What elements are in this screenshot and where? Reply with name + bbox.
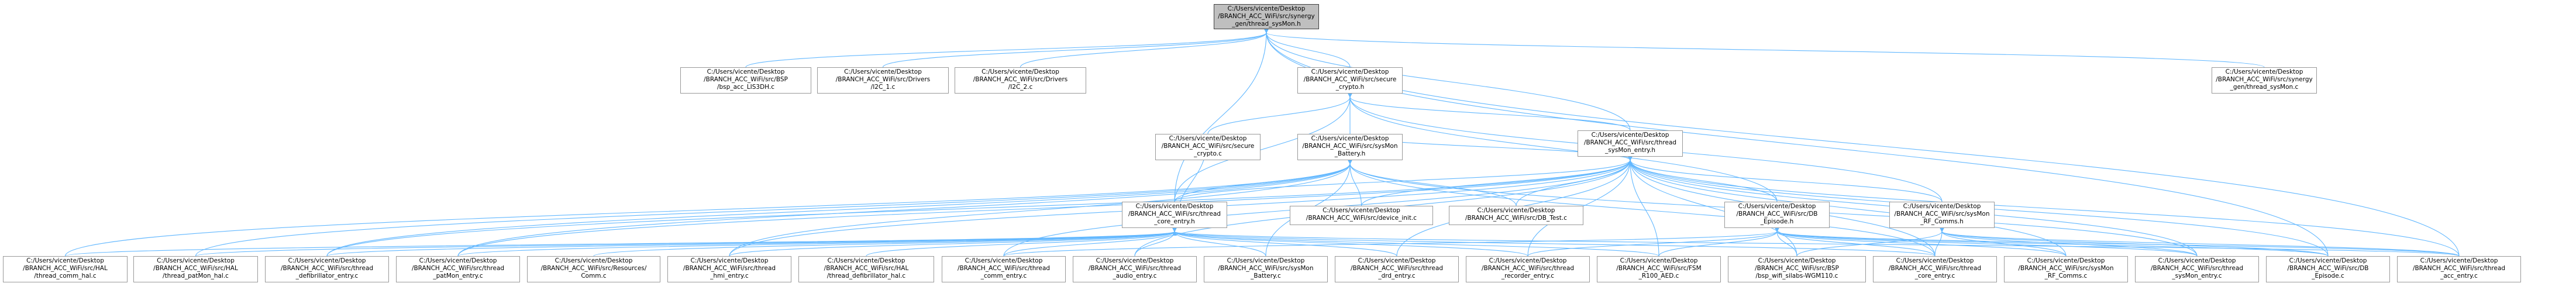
edge-recent-to-dbep bbox=[1527, 227, 1780, 257]
node-i2c-1-c[interactable]: C:/Users/vicente/Desktop/BRANCH_ACC_WiFi… bbox=[817, 67, 949, 94]
edge-sech-to-root bbox=[1263, 28, 1351, 68]
node-resources-comm-c[interactable]: C:/Users/vicente/Desktop/BRANCH_ACC_WiFi… bbox=[527, 256, 660, 282]
edge-i2c2-to-root bbox=[1020, 28, 1269, 68]
edge-comin-to-coreh bbox=[593, 227, 1177, 257]
edge-commhal-to-sysbat bbox=[64, 159, 1353, 257]
edge-dbep-to-sech bbox=[1347, 92, 1778, 202]
edge-sysentc-to-sysrf bbox=[1939, 227, 2198, 257]
edge-recent-to-coreh bbox=[1172, 227, 1528, 257]
node-sysmon-battery-h[interactable]: C:/Users/vicente/Desktop/BRANCH_ACC_WiFi… bbox=[1297, 134, 1403, 160]
node-sysmon-rf-comms-h[interactable]: C:/Users/vicente/Desktop/BRANCH_ACC_WiFi… bbox=[1889, 202, 1995, 228]
edge-coreh-to-root bbox=[1174, 28, 1269, 202]
edge-wgm-to-dbep bbox=[1774, 227, 1797, 257]
edge-defent-to-sysbat bbox=[326, 159, 1353, 257]
node-i2c-2-c[interactable]: C:/Users/vicente/Desktop/BRANCH_ACC_WiFi… bbox=[955, 67, 1086, 94]
node-secure-crypto-h[interactable]: C:/Users/vicente/Desktop/BRANCH_ACC_WiFi… bbox=[1297, 67, 1403, 94]
edge-comment-to-coreh bbox=[1003, 227, 1177, 257]
edge-secc-to-sech bbox=[1207, 92, 1353, 134]
edge-dbtest-to-sysent bbox=[1516, 156, 1633, 206]
node-db-episode-c[interactable]: C:/Users/vicente/Desktop/BRANCH_ACC_WiFi… bbox=[2266, 256, 2390, 282]
edge-wgm-to-sysrf bbox=[1796, 227, 1945, 257]
edge-patent-to-sysent bbox=[457, 156, 1633, 257]
edge-hmient-to-sysbat bbox=[729, 159, 1353, 257]
edge-patmhal-to-sysbat bbox=[195, 159, 1353, 257]
edge-bsp-to-root bbox=[745, 28, 1269, 68]
node-fsm-r100-aed-c[interactable]: C:/Users/vicente/Desktop/BRANCH_ACC_WiFi… bbox=[1597, 256, 1721, 282]
node-thread-sysmon-entry-c[interactable]: C:/Users/vicente/Desktop/BRANCH_ACC_WiFi… bbox=[2135, 256, 2259, 282]
edge-sysent-to-root bbox=[1263, 28, 1631, 131]
edge-accent-to-sysrf bbox=[1939, 227, 2460, 257]
node-thread-core-entry-h[interactable]: C:/Users/vicente/Desktop/BRANCH_ACC_WiFi… bbox=[1122, 202, 1227, 228]
edge-coreent-to-dbep bbox=[1774, 227, 1936, 257]
node-thread-recorder-entry-c[interactable]: C:/Users/vicente/Desktop/BRANCH_ACC_WiFi… bbox=[1466, 256, 1590, 282]
edge-rfc-to-sysent bbox=[1627, 156, 2067, 257]
edge-coreent-to-sysrf bbox=[1934, 227, 1945, 257]
node-hal-thread-defibrillator-hal-c[interactable]: C:/Users/vicente/Desktop/BRANCH_ACC_WiFi… bbox=[798, 256, 934, 282]
edge-patent-to-coreh bbox=[457, 227, 1177, 257]
edge-devini-to-sysbat bbox=[1347, 159, 1362, 206]
edge-dbepc-to-dbep bbox=[1774, 227, 2329, 257]
edge-accent-to-root bbox=[1263, 28, 2460, 257]
edge-gensys-to-root bbox=[1263, 28, 2265, 68]
node-thread-acc-entry-c[interactable]: C:/Users/vicente/Desktop/BRANCH_ACC_WiFi… bbox=[2397, 256, 2521, 282]
node-sysmon-rf-comms-c[interactable]: C:/Users/vicente/Desktop/BRANCH_ACC_WiFi… bbox=[2004, 256, 2128, 282]
edge-dbep-to-sysent bbox=[1627, 156, 1778, 202]
edge-sysrf-to-sysent bbox=[1627, 156, 1943, 202]
edge-drdent-to-coreh bbox=[1172, 227, 1397, 257]
edge-sysentc-to-dbep bbox=[1774, 227, 2198, 257]
edge-comment-to-dbep bbox=[1003, 227, 1780, 257]
edge-sysent-to-sech bbox=[1347, 92, 1631, 131]
node-thread-drd-entry-c[interactable]: C:/Users/vicente/Desktop/BRANCH_ACC_WiFi… bbox=[1335, 256, 1459, 282]
edge-patmhal-to-coreh bbox=[195, 227, 1177, 257]
node-db-episode-h[interactable]: C:/Users/vicente/Desktop/BRANCH_ACC_WiFi… bbox=[1724, 202, 1830, 228]
edge-defent-to-sysent bbox=[326, 156, 1633, 257]
node-thread-hmi-entry-c[interactable]: C:/Users/vicente/Desktop/BRANCH_ACC_WiFi… bbox=[667, 256, 791, 282]
node-thread-core-entry-c[interactable]: C:/Users/vicente/Desktop/BRANCH_ACC_WiFi… bbox=[1873, 256, 1997, 282]
edge-rfc-to-sysrf bbox=[1939, 227, 2067, 257]
edge-sysbatc-to-coreh bbox=[1172, 227, 1266, 257]
node-root-thread-sysmon-h: C:/Users/vicente/Desktop/BRANCH_ACC_WiFi… bbox=[1214, 4, 1319, 29]
edge-dbtest-to-sysbat bbox=[1347, 159, 1517, 206]
edge-fsm-to-coreh bbox=[1172, 227, 1659, 257]
node-thread-patmon-entry-c[interactable]: C:/Users/vicente/Desktop/BRANCH_ACC_WiFi… bbox=[396, 256, 520, 282]
edge-defhal-to-coreh bbox=[866, 227, 1177, 257]
node-device-init-c[interactable]: C:/Users/vicente/Desktop/BRANCH_ACC_WiFi… bbox=[1290, 206, 1433, 225]
edge-accent-to-dbep bbox=[1774, 227, 2460, 257]
edge-accent-to-coreh bbox=[1172, 227, 2460, 257]
edge-coreh-to-sysent bbox=[1174, 156, 1633, 202]
node-secure-crypto-c[interactable]: C:/Users/vicente/Desktop/BRANCH_ACC_WiFi… bbox=[1155, 134, 1261, 160]
edge-fsm-to-sysent bbox=[1627, 156, 1659, 257]
node-hal-thread-comm-hal-c[interactable]: C:/Users/vicente/Desktop/BRANCH_ACC_WiFi… bbox=[3, 256, 128, 282]
node-sysmon-battery-c[interactable]: C:/Users/vicente/Desktop/BRANCH_ACC_WiFi… bbox=[1204, 256, 1328, 282]
edge-coreent-to-sysbat bbox=[1347, 159, 1936, 257]
node-bsp-acc-lis3dh-c[interactable]: C:/Users/vicente/Desktop/BRANCH_ACC_WiFi… bbox=[680, 67, 811, 94]
node-synergy-gen-thread-sysmon-c[interactable]: C:/Users/vicente/Desktop/BRANCH_ACC_WiFi… bbox=[2212, 67, 2317, 94]
edge-fsm-to-dbep bbox=[1658, 227, 1780, 257]
node-bsp-wifi-silabs-wgm110-c[interactable]: C:/Users/vicente/Desktop/BRANCH_ACC_WiFi… bbox=[1728, 256, 1866, 282]
edge-wgm-to-sysent bbox=[1627, 156, 1797, 257]
edge-coreh-to-sech bbox=[1174, 92, 1353, 202]
edge-coreent-to-coreh bbox=[1172, 227, 1936, 257]
edge-dbepc-to-sysrf bbox=[1939, 227, 2329, 257]
node-thread-audio-entry-c[interactable]: C:/Users/vicente/Desktop/BRANCH_ACC_WiFi… bbox=[1073, 256, 1197, 282]
node-db-test-c[interactable]: C:/Users/vicente/Desktop/BRANCH_ACC_WiFi… bbox=[1449, 206, 1583, 225]
edge-i2c1-to-root bbox=[882, 28, 1269, 68]
node-thread-comm-entry-c[interactable]: C:/Users/vicente/Desktop/BRANCH_ACC_WiFi… bbox=[942, 256, 1066, 282]
edge-hmient-to-coreh bbox=[729, 227, 1177, 257]
edge-patent-to-sysbat bbox=[457, 159, 1353, 257]
node-thread-sysmon-entry-h[interactable]: C:/Users/vicente/Desktop/BRANCH_ACC_WiFi… bbox=[1578, 130, 1683, 157]
edge-accent-to-sysent bbox=[1627, 156, 2460, 257]
edge-rfc-to-dbep bbox=[1774, 227, 2067, 257]
node-thread-defibrillator-entry-c[interactable]: C:/Users/vicente/Desktop/BRANCH_ACC_WiFi… bbox=[265, 256, 389, 282]
node-hal-thread-patmon-hal-c[interactable]: C:/Users/vicente/Desktop/BRANCH_ACC_WiFi… bbox=[133, 256, 258, 282]
